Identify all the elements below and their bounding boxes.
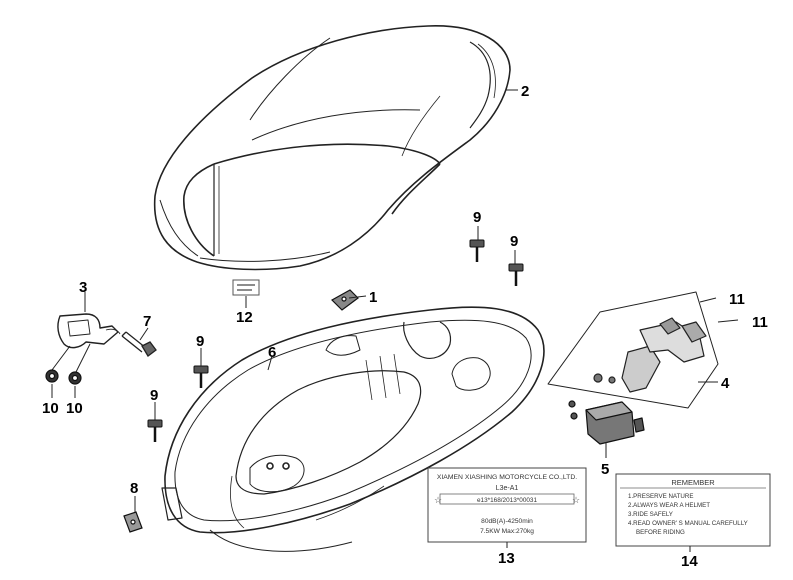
label-13-line-2: L3e-A1 [496,485,519,492]
label-13-line-1: XIAMEN XIASHING MOTORCYCLE CO.,LTD. [437,474,577,481]
callout-7: 7 [143,313,151,330]
screw-drawing [147,239,524,442]
callout-1: 1 [369,289,377,306]
callout-11-top: 11 [729,291,745,308]
callout-8: 8 [130,480,138,497]
callout-2: 2 [521,83,529,100]
callout-5: 5 [601,461,609,478]
lock-assembly-drawing [547,291,739,409]
regulation-label: XIAMEN XIASHING MOTORCYCLE CO.,LTD. L3e-… [427,467,587,543]
small-label-drawing [232,279,260,296]
label-13-line-3: e13*168/2013*00031 [477,497,538,504]
callout-9-mid: 9 [196,333,204,350]
label-14-line-4: 4.READ OWNER' S MANUAL CAREFULLY [628,520,748,527]
hinge-bracket-drawing [51,313,121,373]
callout-4: 4 [721,375,730,392]
storage-box-drawing [161,306,545,552]
star-right-icon: ☆ [572,495,580,505]
callout-14: 14 [681,553,698,570]
label-14-title: REMEMBER [671,478,715,487]
callout-6: 6 [268,344,276,361]
leader-lines [51,89,718,552]
callout-12: 12 [236,309,253,326]
remember-label: REMEMBER 1.PRESERVE NATURE 2.ALWAYS WEAR… [615,473,771,547]
bolt-drawing [121,331,157,357]
callout-13: 13 [498,550,515,567]
callout-numbers: 1 2 3 4 5 6 7 8 9 9 9 9 10 10 11 11 12 1… [42,83,768,570]
star-left-icon: ☆ [434,495,442,505]
seat-lock-drawing [568,400,645,445]
callout-9-left: 9 [150,387,158,404]
clip-nut-drawing [123,511,143,533]
callout-11-bottom: 11 [752,314,768,331]
clip-drawing [331,289,359,311]
callout-3: 3 [79,279,87,296]
callout-9-top: 9 [473,209,481,226]
callout-10-right: 10 [66,400,83,417]
label-14-line-5: BEFORE RIDING [636,529,685,536]
seat-drawing [153,25,511,271]
label-14-line-2: 2.ALWAYS WEAR A HELMET [628,502,710,509]
label-13-line-5: 7.5KW Max:270kg [480,528,534,535]
nut-drawing [45,369,82,385]
callout-9-right: 9 [510,233,518,250]
callout-10-left: 10 [42,400,59,417]
label-14-line-3: 3.RIDE SAFELY [628,511,673,518]
label-13-line-4: 80dB(A)-4250min [481,518,533,525]
label-14-line-1: 1.PRESERVE NATURE [628,493,693,500]
